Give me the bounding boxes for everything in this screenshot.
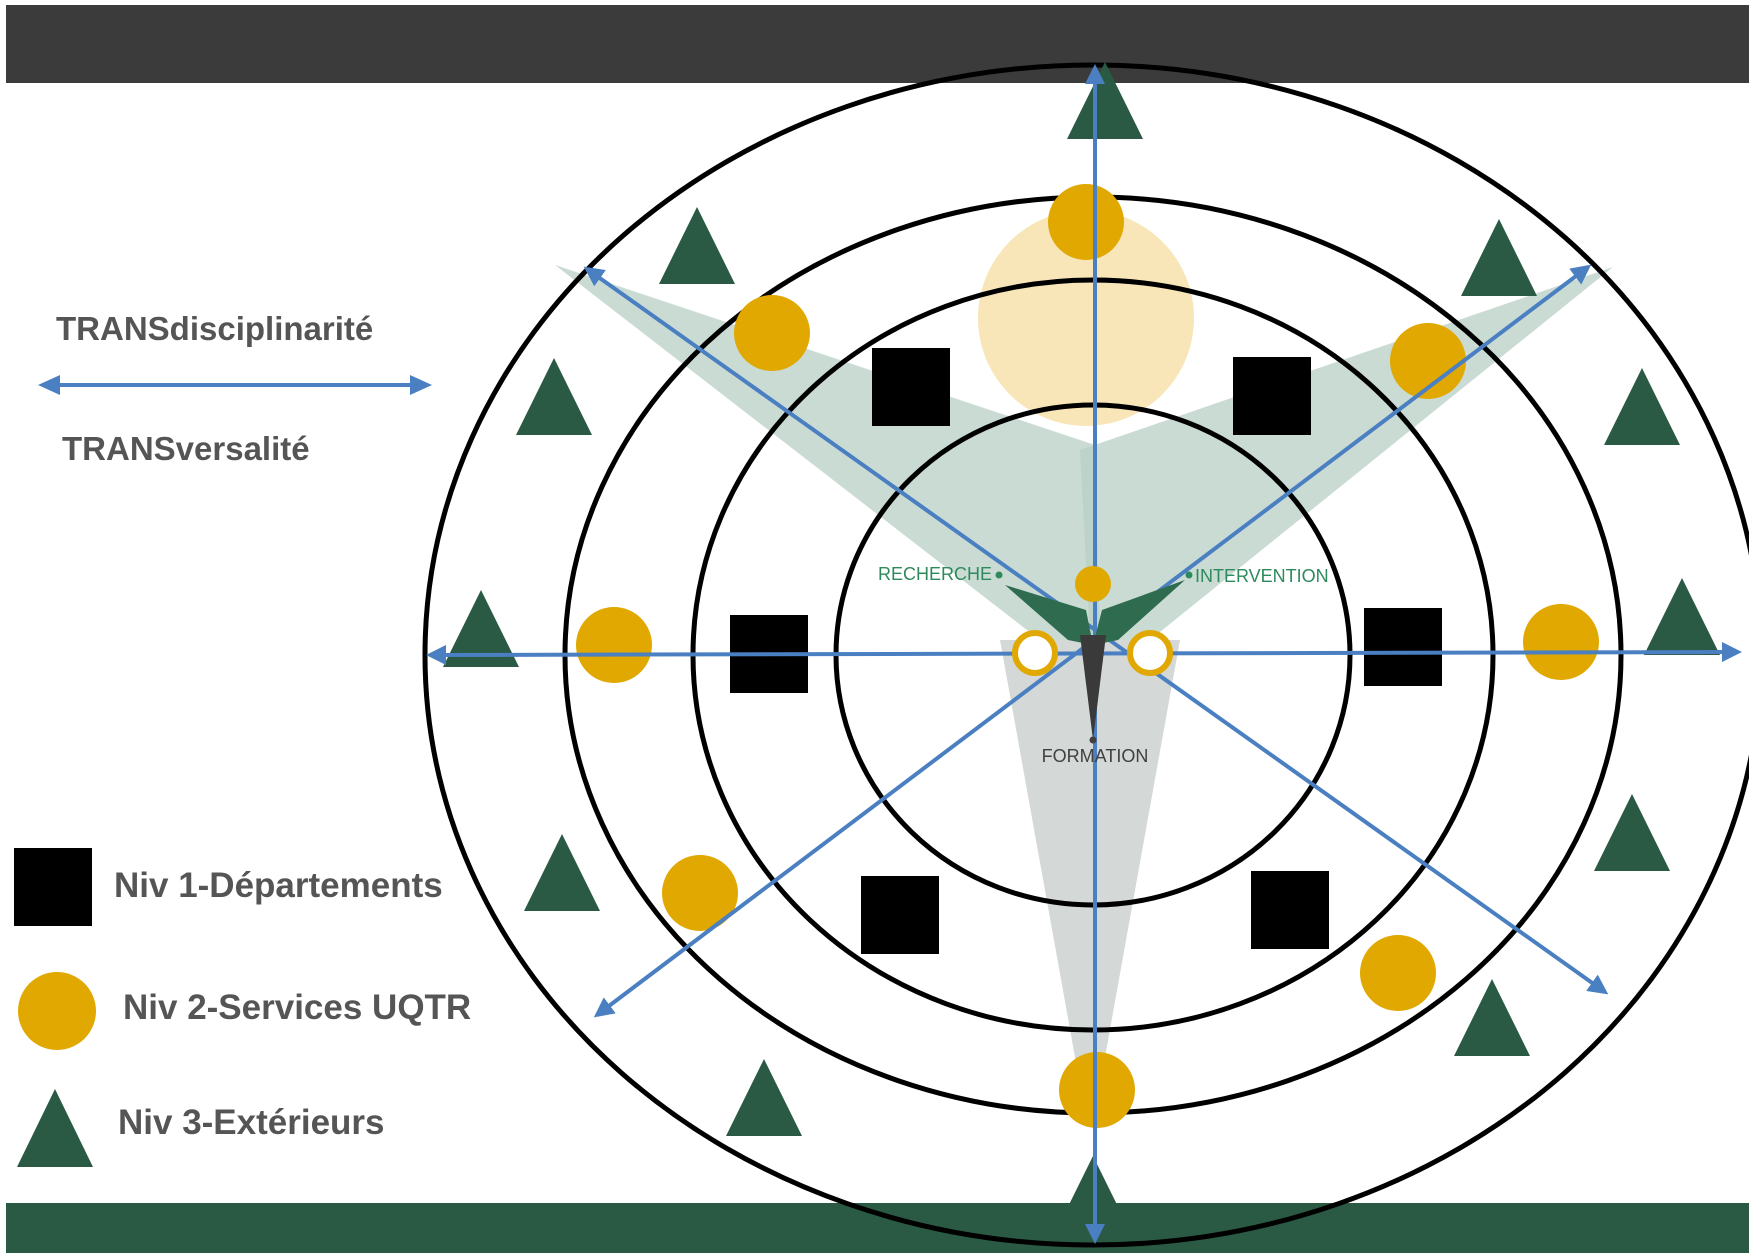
legend-item-departments: Niv 1-Départements [0,848,520,938]
label-formation: FORMATION [1042,746,1149,766]
logo-dot [995,571,1003,579]
exterior-triangle [1067,62,1143,139]
exterior-triangle [1604,368,1680,445]
logo-left-wing [1005,585,1093,645]
legend-double-arrow [38,375,432,395]
service-circle [576,607,652,683]
exterior-triangle [726,1059,802,1136]
legend-label: Niv 1-Départements [114,866,443,905]
logo-right-circle [1127,630,1173,676]
department-square [1233,357,1311,435]
service-circle [1523,604,1599,680]
exterior-triangle [524,834,600,911]
label-recherche: RECHERCHE [878,564,992,584]
logo-right-wing [1093,580,1185,645]
legend-item-exteriors: Niv 3-Extérieurs [0,1087,520,1177]
label-intervention: INTERVENTION [1195,566,1329,586]
legend-transversalite: TRANSversalité [62,430,310,467]
department-square [861,876,939,954]
center-logo: RECHERCHE INTERVENTION FORMATION [878,564,1329,766]
legend-circle-icon [18,972,96,1050]
department-square [872,348,950,426]
top-bar [6,5,1749,83]
logo-top-circle [1075,566,1111,602]
exterior-triangle [1461,219,1537,296]
logo-dot [1089,736,1097,744]
logo-bottom-wing [1080,635,1106,740]
service-circle [1360,935,1436,1011]
exterior-triangle [516,358,592,435]
exterior-triangle [1594,794,1670,871]
legend-label: Niv 3-Extérieurs [118,1103,385,1142]
department-square [1251,871,1329,949]
legend-label: Niv 2-Services UQTR [123,988,472,1027]
logo-left-circle [1012,630,1058,676]
exterior-triangle [659,207,735,284]
legend-triangle-icon [17,1089,93,1167]
service-circle [734,295,810,371]
service-circle [1048,184,1124,260]
legend-transdisciplinarite: TRANSdisciplinarité [56,310,374,347]
logo-dot [1185,571,1193,579]
department-square [1364,608,1442,686]
legend-square-icon [14,848,92,926]
exterior-triangle [1644,578,1720,655]
legend-item-services: Niv 2-Services UQTR [0,970,520,1060]
exterior-triangle [1454,979,1530,1056]
